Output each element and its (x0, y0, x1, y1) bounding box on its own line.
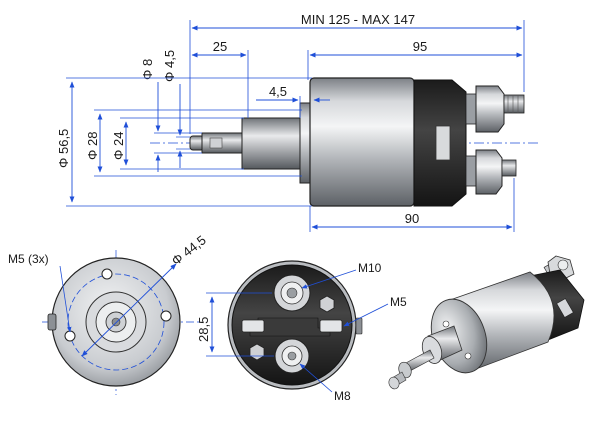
dia-28-label: Φ 28 (85, 132, 100, 160)
terminal-m8-label: M8 (334, 389, 351, 403)
mount-hole-top (101, 268, 113, 280)
mount-hole-right (160, 310, 172, 322)
isometric-view (388, 255, 585, 390)
plunger-length-label: 25 (213, 39, 227, 54)
front-view: Φ 44,5 M5 (3x) (8, 232, 209, 395)
terminal-m5 (319, 319, 343, 333)
terminal-m10-label: M10 (358, 261, 382, 275)
mount-thread-label: M5 (3x) (8, 252, 49, 266)
upper-stud-base (465, 93, 477, 125)
side-view: MIN 125 - MAX 147 95 25 4,5 Φ 8 Φ 4,5 Φ … (56, 12, 540, 232)
bolt-circle-label: Φ 44,5 (169, 232, 209, 268)
lower-stud-base (465, 155, 477, 187)
lower-nut (475, 149, 503, 195)
rear-view: 28,5 M10 M5 M8 (196, 260, 407, 403)
step-label: 4,5 (269, 84, 287, 99)
guide-tube (241, 117, 301, 170)
overall-length-label: MIN 125 - MAX 147 (301, 12, 415, 27)
body-length-label: 95 (413, 39, 427, 54)
dia-24-label: Φ 24 (111, 132, 126, 160)
mount-hole-left (64, 330, 76, 342)
plunger-groove (209, 137, 223, 149)
dia-8-label: Φ 8 (140, 59, 155, 80)
dia-56-5-label: Φ 56,5 (56, 129, 71, 168)
terminal-m5-label: M5 (390, 295, 407, 309)
upper-thread (503, 94, 525, 114)
upper-nut (475, 85, 505, 133)
housing-length-label: 90 (405, 211, 419, 226)
cap-spade (435, 125, 451, 161)
dia-4-5-label: Φ 4,5 (162, 50, 177, 82)
main-housing (309, 77, 415, 207)
terminal-spacing-label: 28,5 (196, 317, 211, 342)
lower-thread (501, 159, 517, 177)
